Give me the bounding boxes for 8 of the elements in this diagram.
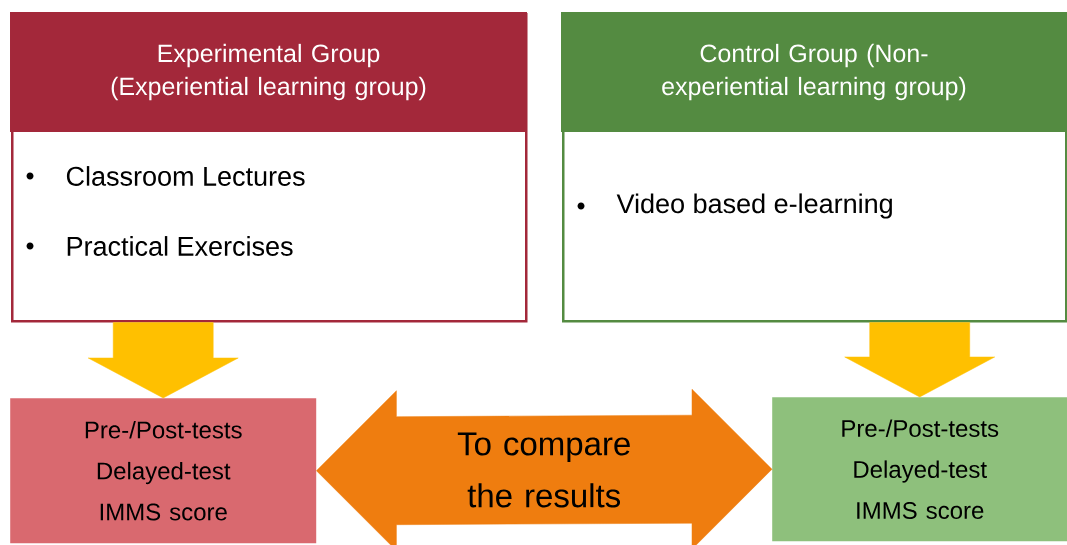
group-box: Experimental Group (Experiential learning group) Classroom Lectures Practical Exercises	[10, 12, 528, 323]
group-box: Control Group (Non-experiential learning group) Video based e-learning	[561, 12, 1067, 323]
block-arrow	[87, 322, 239, 399]
edge-label: To compare the results	[457, 432, 630, 508]
block-arrow	[316, 388, 773, 545]
result-box: Pre-/Post-tests Delayed-test IMMS score	[772, 397, 1067, 542]
result-box: Pre-/Post-tests Delayed-test IMMS score	[10, 398, 317, 544]
block-arrow	[844, 322, 995, 398]
